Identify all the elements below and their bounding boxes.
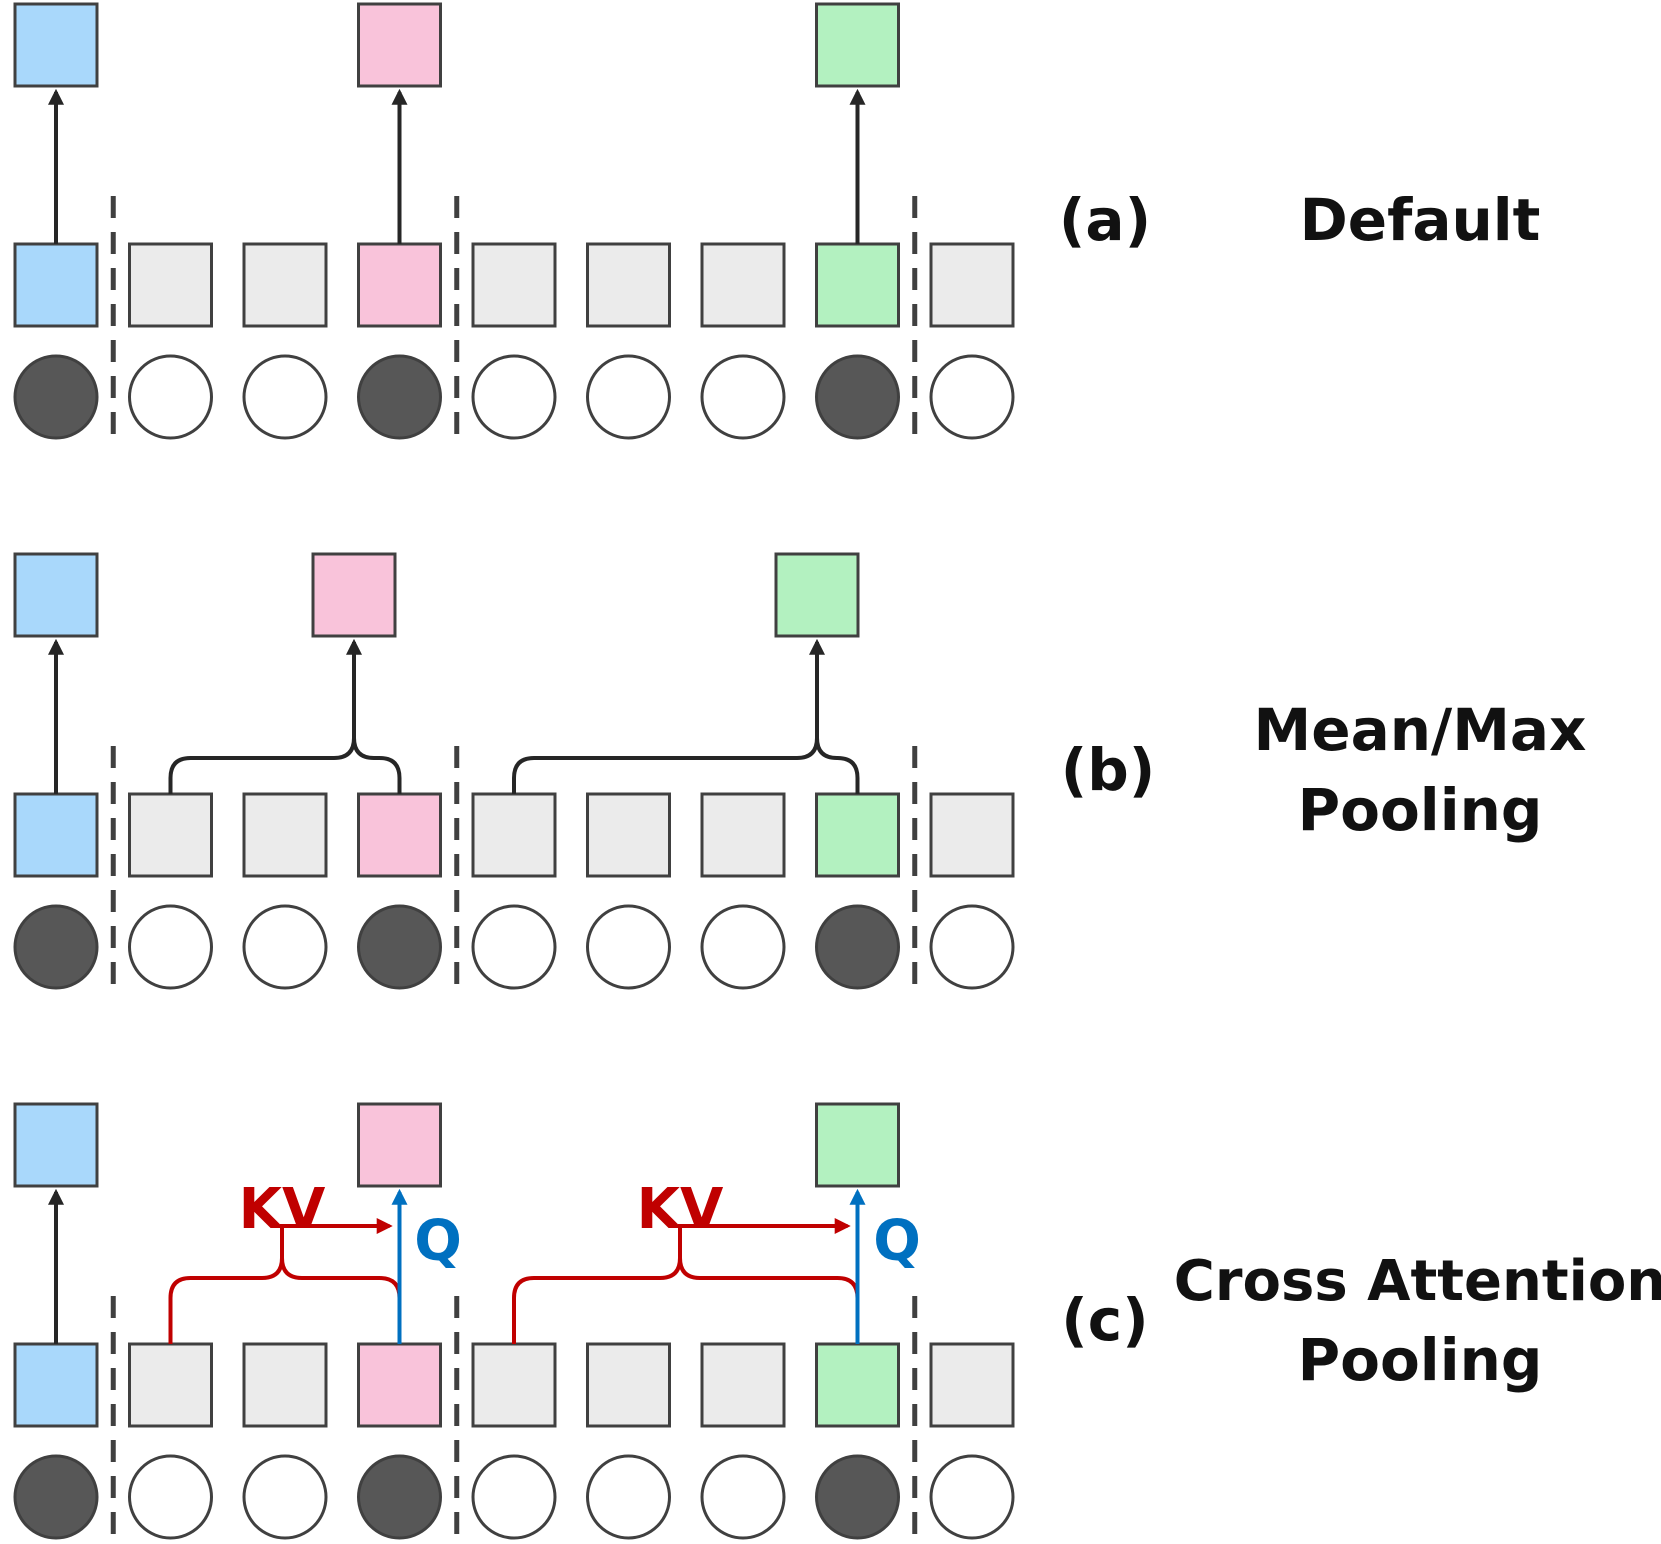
panel-b-tag: (b) <box>1061 736 1156 804</box>
panel-c-hidden-square-9 <box>929 1342 1015 1428</box>
panel-b-hidden-square-3 <box>242 792 328 878</box>
panel-b-hidden-square-9 <box>929 792 1015 878</box>
panel-b-token-circle-5 <box>471 904 557 990</box>
panel-c-token-circle-6 <box>586 1454 671 1540</box>
panel-c-token-circle-3 <box>242 1454 328 1540</box>
panel-c-kv-brace-2 <box>168 1257 402 1344</box>
panel-b-title-line-1: Mean/Max <box>1254 696 1587 764</box>
panel-a-title-line-1: Default <box>1300 186 1541 254</box>
panel-b-special-hidden-square-4 <box>357 792 442 878</box>
panel-a-hidden-square-2 <box>128 242 213 328</box>
panel-a-hidden-square-5 <box>471 242 557 328</box>
panel-c-hidden-square-3 <box>242 1342 328 1428</box>
panel-a-token-circle-9 <box>929 354 1015 440</box>
panel-b-hidden-square-6 <box>586 792 671 878</box>
panel-c-output-square-1 <box>13 1102 99 1188</box>
panel-c-hidden-square-6 <box>586 1342 671 1428</box>
panel-a-special-hidden-square-8 <box>815 242 900 328</box>
panel-b-output-square-3 <box>774 552 860 638</box>
panel-b-pooling-brace-3 <box>512 737 860 794</box>
panel-c-output-square-2 <box>357 1102 442 1188</box>
panel-c-kv-arrow-3 <box>678 1218 851 1258</box>
panel-a-special-hidden-square-1 <box>13 242 99 328</box>
q-label-segment-2: Q <box>414 1209 462 1274</box>
panel-a-output-square-2 <box>357 2 442 88</box>
panel-a-token-circle-5 <box>471 354 557 440</box>
panel-c-token-circle-9 <box>929 1454 1015 1540</box>
panel-b-title-line-2: Pooling <box>1298 776 1543 844</box>
panel-b-token-circle-3 <box>242 904 328 990</box>
panel-c-token-circle-2 <box>128 1454 213 1540</box>
panel-b-pooling-brace-2 <box>168 737 402 794</box>
panel-c-special-hidden-square-1 <box>13 1342 99 1428</box>
panel-a-special-token-circle-8 <box>815 354 900 440</box>
panel-a-special-hidden-square-4 <box>357 242 442 328</box>
panel-b-token-circle-9 <box>929 904 1015 990</box>
panel-c-title-line-1: Cross Attention <box>1174 1249 1661 1314</box>
panel-a-output-square-3 <box>815 2 900 88</box>
panel-c-token-circle-7 <box>700 1454 786 1540</box>
panel-a-token-circle-3 <box>242 354 328 440</box>
panel-b-special-hidden-square-8 <box>815 792 900 878</box>
panel-a-hidden-square-9 <box>929 242 1015 328</box>
panel-a-token-circle-2 <box>128 354 213 440</box>
panel-c-title-line-2: Pooling <box>1298 1326 1543 1394</box>
panel-c-token-circle-5 <box>471 1454 557 1540</box>
panel-b-hidden-square-2 <box>128 792 213 878</box>
panel-b-hidden-square-5 <box>471 792 557 878</box>
panel-c-output-square-3 <box>815 1102 900 1188</box>
panel-b-token-circle-2 <box>128 904 213 990</box>
panel-b-special-token-circle-4 <box>357 904 442 990</box>
panel-a-token-circle-6 <box>586 354 671 440</box>
panel-c-special-hidden-square-4 <box>357 1342 442 1428</box>
panel-c-special-token-circle-1 <box>13 1454 99 1540</box>
panel-c-kv-arrow-2 <box>280 1218 393 1258</box>
q-label-segment-3: Q <box>873 1209 921 1274</box>
panel-a-hidden-square-7 <box>700 242 786 328</box>
panel-a-hidden-square-3 <box>242 242 328 328</box>
panel-b-output-square-1 <box>13 552 99 638</box>
panel-b-special-hidden-square-1 <box>13 792 99 878</box>
panel-c-special-hidden-square-8 <box>815 1342 900 1428</box>
panel-b-token-circle-6 <box>586 904 671 990</box>
panel-c-tag: (c) <box>1061 1286 1148 1354</box>
panel-c-kv-brace-3 <box>512 1257 860 1344</box>
panel-a-hidden-square-6 <box>586 242 671 328</box>
panel-a-output-square-1 <box>13 2 99 88</box>
panel-c-hidden-square-7 <box>700 1342 786 1428</box>
panel-a-special-token-circle-1 <box>13 354 99 440</box>
panel-b-token-circle-7 <box>700 904 786 990</box>
panel-c-hidden-square-2 <box>128 1342 213 1428</box>
panel-b-hidden-square-7 <box>700 792 786 878</box>
panel-a-token-circle-7 <box>700 354 786 440</box>
panel-c-special-token-circle-4 <box>357 1454 442 1540</box>
panel-c-special-token-circle-8 <box>815 1454 900 1540</box>
panel-b-special-token-circle-8 <box>815 904 900 990</box>
panel-b-output-square-2 <box>311 552 397 638</box>
panel-a-special-token-circle-4 <box>357 354 442 440</box>
panel-a-tag: (a) <box>1059 186 1151 254</box>
panel-b-special-token-circle-1 <box>13 904 99 990</box>
panel-c-hidden-square-5 <box>471 1342 557 1428</box>
diagram-shapes <box>13 2 1015 1542</box>
